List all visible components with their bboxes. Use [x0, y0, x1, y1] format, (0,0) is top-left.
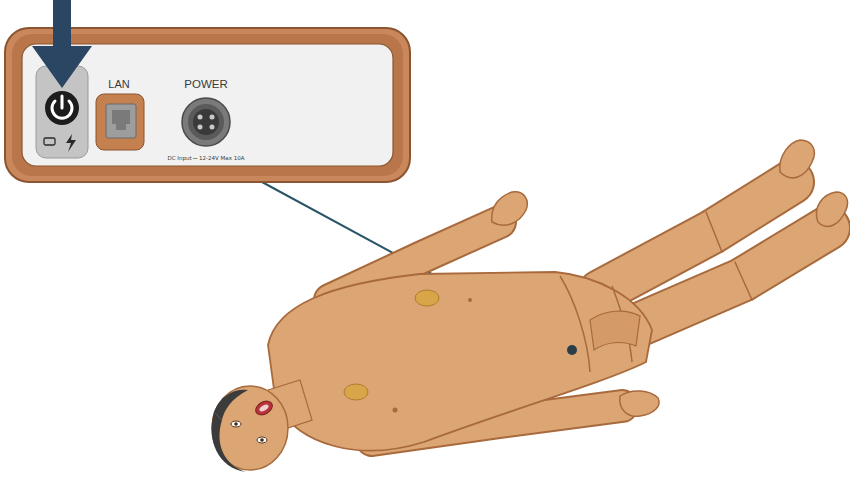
chest-pad	[415, 290, 439, 306]
manikin-torso	[268, 272, 652, 451]
manikin-feet	[780, 140, 848, 226]
skin-detail	[468, 298, 472, 302]
manikin-head	[212, 380, 312, 472]
rating-note: DC Input ⎓ 12-24V Max 10A	[168, 155, 245, 161]
pelvis-panel	[590, 311, 640, 350]
pointer-arrow	[32, 0, 92, 88]
chest-pad	[344, 384, 368, 400]
port-location	[567, 345, 577, 355]
port-label: LAN	[108, 78, 129, 90]
port-label: POWER	[184, 78, 227, 91]
skin-detail	[393, 408, 398, 413]
